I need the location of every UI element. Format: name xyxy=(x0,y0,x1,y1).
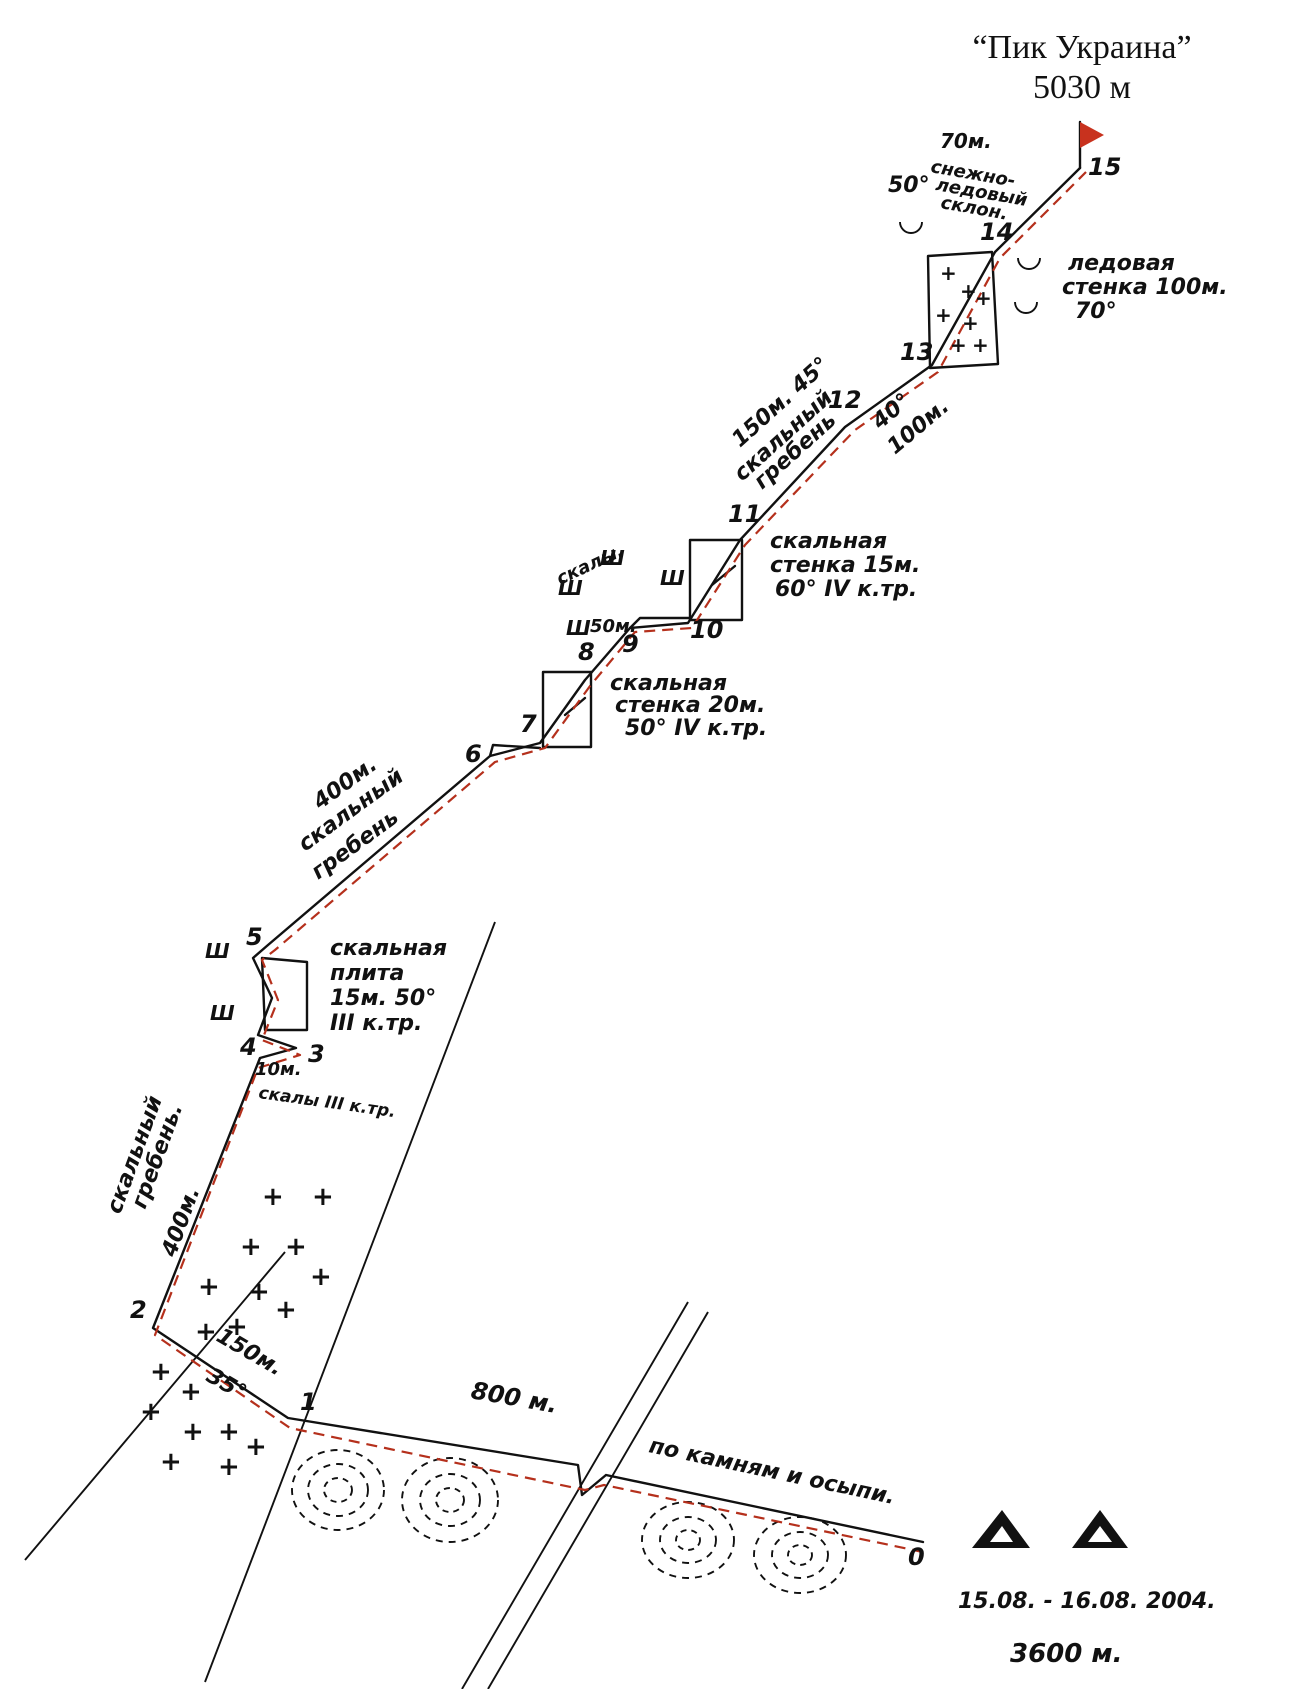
svg-text:Ш: Ш xyxy=(558,576,583,600)
svg-text:+: + xyxy=(248,1277,270,1307)
point-10: 10 xyxy=(690,616,723,644)
svg-text:Ш: Ш xyxy=(205,939,230,963)
point-5: 5 xyxy=(246,923,263,951)
point-numbers: 0 1 2 3 4 5 6 7 8 9 10 11 12 13 14 15 xyxy=(130,153,1121,1571)
point-4: 4 xyxy=(239,1033,257,1061)
label-plate-b: плита xyxy=(330,961,404,986)
svg-text:+: + xyxy=(935,303,952,327)
route-dashed xyxy=(153,171,1087,1554)
point-0: 0 xyxy=(908,1543,925,1571)
svg-text:Ш: Ш xyxy=(660,566,685,590)
point-9: 9 xyxy=(622,630,639,658)
svg-text:+: + xyxy=(198,1272,220,1302)
label-wall15-a: скальная xyxy=(770,529,887,554)
point-12: 12 xyxy=(828,386,861,414)
point-14: 14 xyxy=(980,218,1013,246)
svg-text:+: + xyxy=(312,1182,334,1212)
svg-text:+: + xyxy=(218,1452,240,1482)
summit-name: “Пик Украина” xyxy=(972,29,1191,66)
label-plate-d: III к.тр. xyxy=(330,1011,422,1036)
label-wall20-c: 50° IV к.тр. xyxy=(625,716,767,741)
label-wall15-b: стенка 15м. xyxy=(770,553,920,578)
svg-text:+: + xyxy=(182,1417,204,1447)
label-plate-c: 15м. 50° xyxy=(330,986,436,1011)
label-ridge-low-c: 400м. xyxy=(157,1184,206,1261)
point-11: 11 xyxy=(728,500,761,528)
svg-text:+: + xyxy=(245,1432,267,1462)
svg-text:+: + xyxy=(285,1232,307,1262)
point-13: 13 xyxy=(900,338,933,366)
glacier-crosses: ++ ++ ++ ++ ++ ++ ++ ++ ++ xyxy=(140,1182,334,1482)
label-wall20-a: скальная xyxy=(610,671,727,696)
point-3: 3 xyxy=(308,1040,325,1068)
svg-text:Ш: Ш xyxy=(566,616,591,640)
camp-dates: 15.08. - 16.08. 2004. xyxy=(958,1589,1216,1614)
ice-screw-symbols xyxy=(899,221,1041,314)
svg-text:+: + xyxy=(960,279,977,303)
moraine-symbols xyxy=(291,1449,847,1594)
point-6: 6 xyxy=(465,740,482,768)
svg-text:Ш: Ш xyxy=(210,1001,235,1025)
svg-text:+: + xyxy=(972,333,989,357)
label-ice-b: стенка 100м. xyxy=(1062,275,1228,300)
camp-tents xyxy=(972,1510,1128,1548)
point-1: 1 xyxy=(300,1388,317,1416)
label-snow-a: 70м. xyxy=(940,129,992,153)
label-wall20-b: стенка 20м. xyxy=(615,693,765,718)
svg-text:Ш: Ш xyxy=(600,546,625,570)
svg-text:+: + xyxy=(310,1262,332,1292)
svg-text:+: + xyxy=(950,333,967,357)
svg-text:+: + xyxy=(195,1317,217,1347)
camp-altitude: 3600 м. xyxy=(1010,1639,1123,1669)
svg-text:+: + xyxy=(226,1312,248,1342)
wall15-box xyxy=(688,538,744,622)
ice-crosses: ++ ++ ++ + xyxy=(935,261,992,357)
label-10m: 10м. xyxy=(255,1059,302,1080)
terrain-lines xyxy=(24,921,709,1689)
label-35deg: 35° xyxy=(202,1364,251,1406)
label-wall15-c: 60° IV к.тр. xyxy=(775,577,917,602)
route-solid xyxy=(151,166,1082,1544)
point-8: 8 xyxy=(578,638,595,666)
label-ice-c: 70° xyxy=(1075,299,1117,324)
label-ice-a: ледовая xyxy=(1068,251,1175,276)
svg-text:+: + xyxy=(262,1182,284,1212)
point-2: 2 xyxy=(130,1296,147,1324)
svg-text:+: + xyxy=(975,286,992,310)
ice-wall-box xyxy=(926,250,1000,370)
svg-text:+: + xyxy=(940,261,957,285)
label-rocks-3: скалы III к.тр. xyxy=(257,1083,397,1122)
svg-text:+: + xyxy=(140,1397,162,1427)
svg-text:+: + xyxy=(218,1417,240,1447)
plate-box xyxy=(260,956,309,1032)
svg-text:+: + xyxy=(180,1377,202,1407)
label-snow-e: 50° xyxy=(888,173,930,198)
point-7: 7 xyxy=(520,710,537,738)
summit-flag-icon xyxy=(1078,120,1104,170)
point-15: 15 xyxy=(1088,153,1121,181)
label-rocks50-b: 50м. xyxy=(590,616,637,637)
label-plate-a: скальная xyxy=(330,936,447,961)
summit-altitude: 5030 м xyxy=(1033,69,1131,106)
svg-text:+: + xyxy=(240,1232,262,1262)
piton-symbols: Ш Ш Ш Ш Ш Ш xyxy=(205,546,685,1025)
wall20-box xyxy=(541,670,593,749)
svg-text:+: + xyxy=(160,1447,182,1477)
label-800m: 800 м. xyxy=(469,1376,560,1419)
section-boxes xyxy=(260,250,1000,1032)
svg-text:+: + xyxy=(275,1295,297,1325)
svg-text:+: + xyxy=(150,1357,172,1387)
svg-text:+: + xyxy=(962,311,979,335)
label-scree: по камням и осыпи. xyxy=(647,1433,898,1510)
